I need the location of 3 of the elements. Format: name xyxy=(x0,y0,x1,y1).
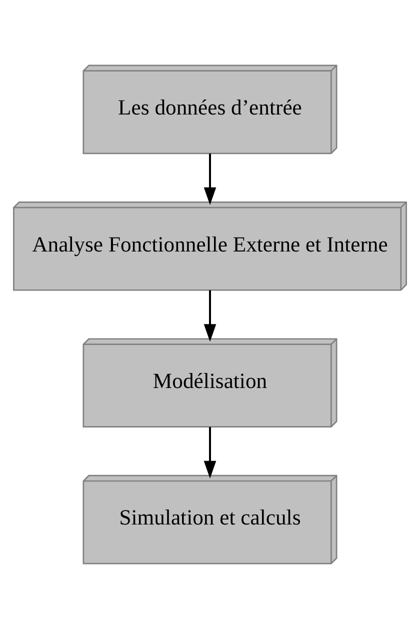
arrow xyxy=(204,290,216,342)
arrow xyxy=(204,427,216,478)
arrow xyxy=(204,154,216,206)
